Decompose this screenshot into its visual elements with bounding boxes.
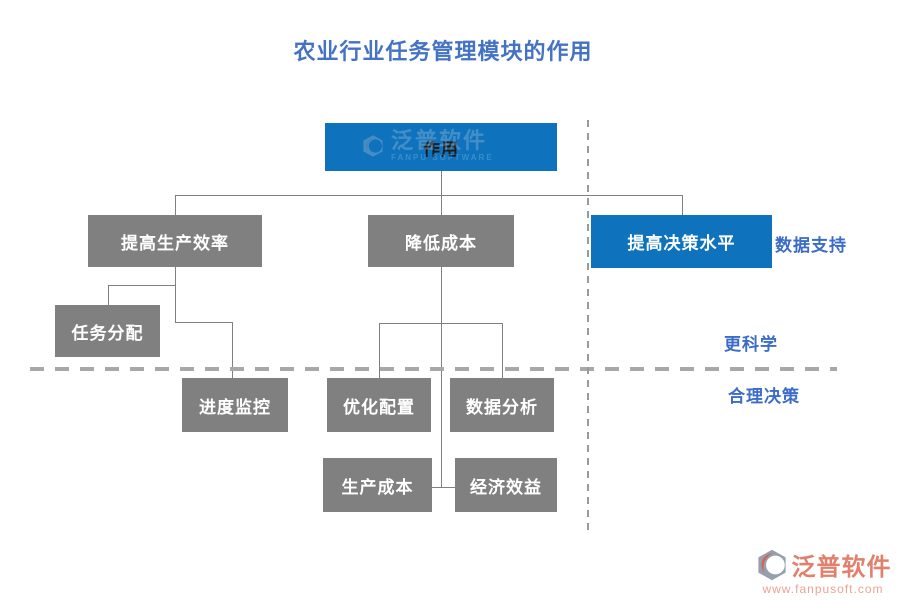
connector bbox=[108, 285, 175, 286]
node-progress-monitoring: 进度监控 bbox=[182, 378, 288, 432]
fanpu-logo: 泛普软件 www.fanpusoft.com bbox=[752, 547, 894, 596]
connector bbox=[682, 195, 683, 215]
fanpu-logo-text: 泛普软件 bbox=[791, 555, 892, 581]
connector bbox=[232, 322, 233, 378]
dashed-divider-horizontal bbox=[30, 367, 837, 371]
node-label: 进度监控 bbox=[199, 397, 271, 417]
connector bbox=[175, 322, 233, 323]
node-label: 生产成本 bbox=[341, 477, 414, 497]
node-economic-benefit: 经济效益 bbox=[455, 458, 557, 512]
connector bbox=[441, 267, 442, 487]
diagram-title: 农业行业任务管理模块的作用 bbox=[293, 39, 593, 64]
fanpu-logo-icon bbox=[757, 549, 786, 580]
label-data-support: 数据支持 bbox=[775, 236, 847, 255]
connector bbox=[502, 323, 503, 378]
node-label: 提高决策水平 bbox=[627, 234, 736, 253]
node-root: 泛普软件 FANPU SOFTWARE 作用 bbox=[325, 123, 557, 171]
connector bbox=[379, 323, 502, 324]
node-label: 经济效益 bbox=[470, 477, 542, 497]
node-label: 提高生产效率 bbox=[121, 233, 229, 253]
node-improve-efficiency: 提高生产效率 bbox=[88, 215, 262, 267]
connector bbox=[441, 195, 442, 215]
node-label: 数据分析 bbox=[466, 397, 538, 417]
connector bbox=[175, 267, 176, 322]
connector bbox=[108, 285, 109, 305]
node-improve-decision: 提高决策水平 bbox=[591, 215, 772, 268]
node-root-label: 作用 bbox=[423, 139, 459, 159]
node-reduce-cost: 降低成本 bbox=[368, 215, 514, 267]
label-reasonable-decision: 合理决策 bbox=[728, 387, 800, 406]
node-data-analysis: 数据分析 bbox=[450, 378, 554, 432]
connector bbox=[441, 171, 442, 195]
node-label: 任务分配 bbox=[71, 323, 144, 343]
dashed-divider-vertical bbox=[587, 120, 589, 533]
node-label: 优化配置 bbox=[343, 397, 415, 417]
node-optimize-allocation: 优化配置 bbox=[327, 378, 431, 432]
node-label: 降低成本 bbox=[405, 233, 477, 253]
connector bbox=[379, 323, 380, 378]
label-more-scientific: 更科学 bbox=[724, 335, 778, 354]
node-task-allocation: 任务分配 bbox=[55, 305, 160, 357]
connector bbox=[432, 487, 455, 488]
watermark-logo-icon bbox=[363, 135, 383, 157]
connector bbox=[175, 195, 682, 196]
fanpu-logo-url: www.fanpusoft.com bbox=[762, 582, 884, 596]
connector bbox=[175, 195, 176, 215]
node-production-cost: 生产成本 bbox=[323, 458, 432, 512]
